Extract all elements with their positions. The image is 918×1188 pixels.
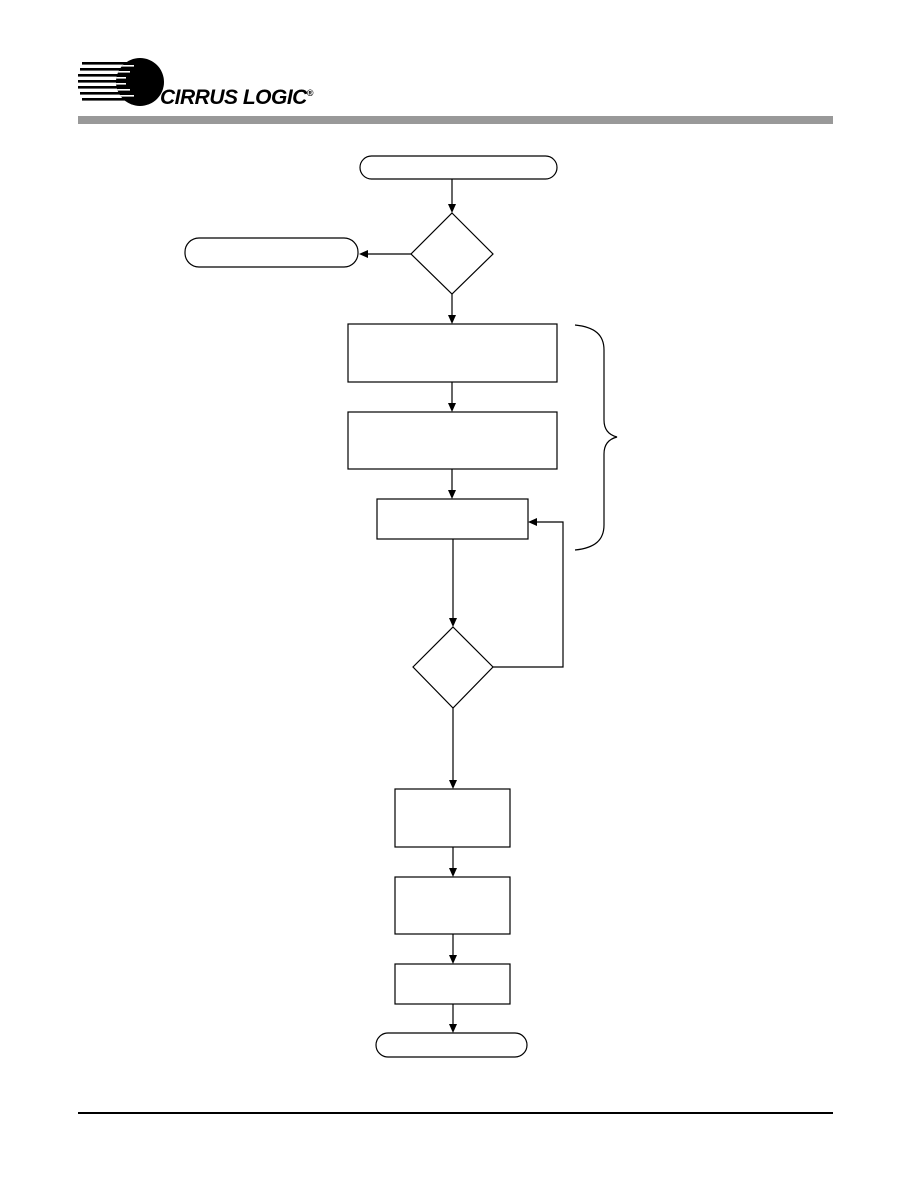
connector-decision-2-loop-back (493, 518, 564, 668)
curly-brace (574, 324, 618, 551)
cirrus-logic-striped-disc-icon (78, 58, 164, 106)
connector-process-5-to-process-6 (449, 934, 457, 964)
connector-process-4-to-process-5 (449, 847, 457, 877)
side-terminal (184, 237, 359, 268)
process-6 (394, 963, 511, 1005)
footer-rule (78, 1112, 833, 1114)
header-rule (78, 116, 833, 124)
connector-decision-1-to-side-terminal (359, 250, 411, 258)
brand-logo-text: CIRRUS LOGIC® (160, 86, 313, 110)
connector-start-to-decision-1 (448, 179, 456, 213)
end-terminal (375, 1032, 528, 1058)
registered-mark: ® (306, 88, 314, 98)
connector-decision-1-to-process-1 (448, 294, 456, 324)
brand-name: CIRRUS LOGIC (160, 86, 307, 109)
connector-process-1-to-process-2 (448, 382, 456, 412)
process-3 (376, 498, 529, 540)
connector-process-6-to-end (449, 1004, 457, 1033)
process-5 (394, 876, 511, 935)
start-terminal (359, 155, 558, 180)
connector-process-2-to-process-3 (448, 469, 456, 499)
process-4 (394, 788, 511, 848)
connector-decision-2-to-process-4 (449, 708, 457, 789)
decision-1 (410, 212, 494, 295)
decision-2 (412, 626, 494, 709)
process-1 (347, 323, 558, 383)
connector-process-3-to-decision-2 (449, 539, 457, 627)
process-2 (347, 411, 558, 470)
